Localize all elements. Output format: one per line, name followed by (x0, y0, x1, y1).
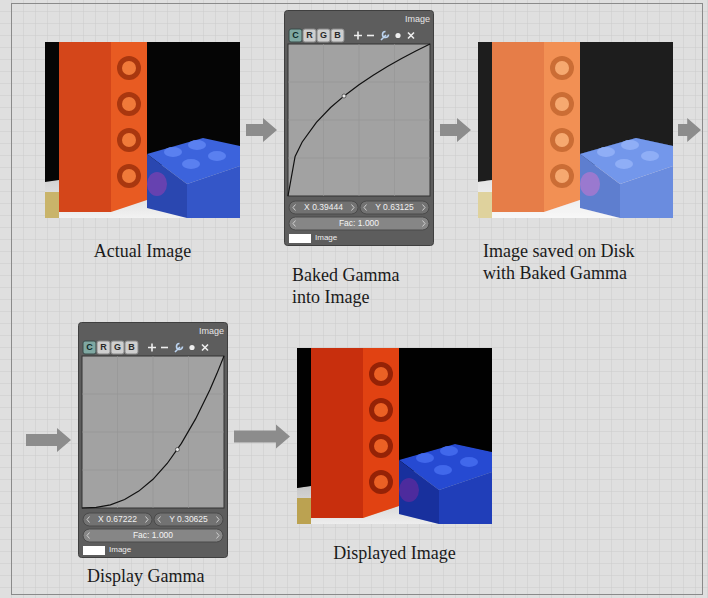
panel-header: Image (388, 14, 430, 25)
image-node: Displayed Image (297, 348, 492, 525)
curve-panel-node: ImageCRGBX 0.39444Y 0.63125Fac: 1.000Ima… (284, 10, 434, 246)
channel-button: B (125, 341, 138, 354)
flow-arrow (234, 425, 290, 449)
channel-button: C (289, 29, 302, 42)
flow-arrow (26, 118, 701, 452)
flow-arrow (246, 118, 277, 142)
curve-group (82, 356, 224, 508)
caption: Display Gamma (87, 565, 227, 587)
channel-button: G (317, 29, 330, 42)
caption: Displayed Image (297, 542, 492, 564)
value-field: Y 0.63125 (369, 201, 420, 214)
channel-button: B (331, 29, 344, 42)
flow-arrow (440, 118, 471, 142)
curve-point (175, 448, 179, 452)
curve-point (342, 94, 346, 98)
curve-panel-node: ImageCRGBX 0.67222Y 0.30625Fac: 1.000Ima… (78, 322, 228, 558)
photo-actual (45, 42, 240, 218)
photo-baked (478, 42, 673, 218)
panel-header: Image (182, 326, 224, 337)
frame (12, 4, 703, 595)
channel-button: G (111, 341, 124, 354)
input-label: Image (109, 544, 153, 556)
image-node: Image saved on Disk with Baked Gamma (478, 42, 673, 218)
value-field: X 0.67222 (92, 513, 143, 526)
curve-group (288, 44, 430, 196)
gamma-curve (288, 44, 430, 196)
factor-field: Fac: 1.000 (304, 217, 414, 230)
photo-displayed (297, 348, 492, 524)
channel-button: C (83, 341, 96, 354)
curve-panel (79, 323, 228, 558)
input-label: Image (315, 232, 359, 244)
channel-button: R (97, 341, 110, 354)
caption: Baked Gamma into Image (292, 264, 417, 308)
factor-field: Fac: 1.000 (98, 529, 208, 542)
value-field: X 0.39444 (298, 201, 349, 214)
gamma-curve (82, 356, 224, 508)
caption: Actual Image (45, 240, 240, 262)
image-node: Actual Image (45, 42, 240, 218)
value-field: Y 0.30625 (163, 513, 214, 526)
caption: Image saved on Disk with Baked Gamma (483, 240, 663, 284)
curve-panel (285, 11, 434, 246)
channel-button: R (303, 29, 316, 42)
